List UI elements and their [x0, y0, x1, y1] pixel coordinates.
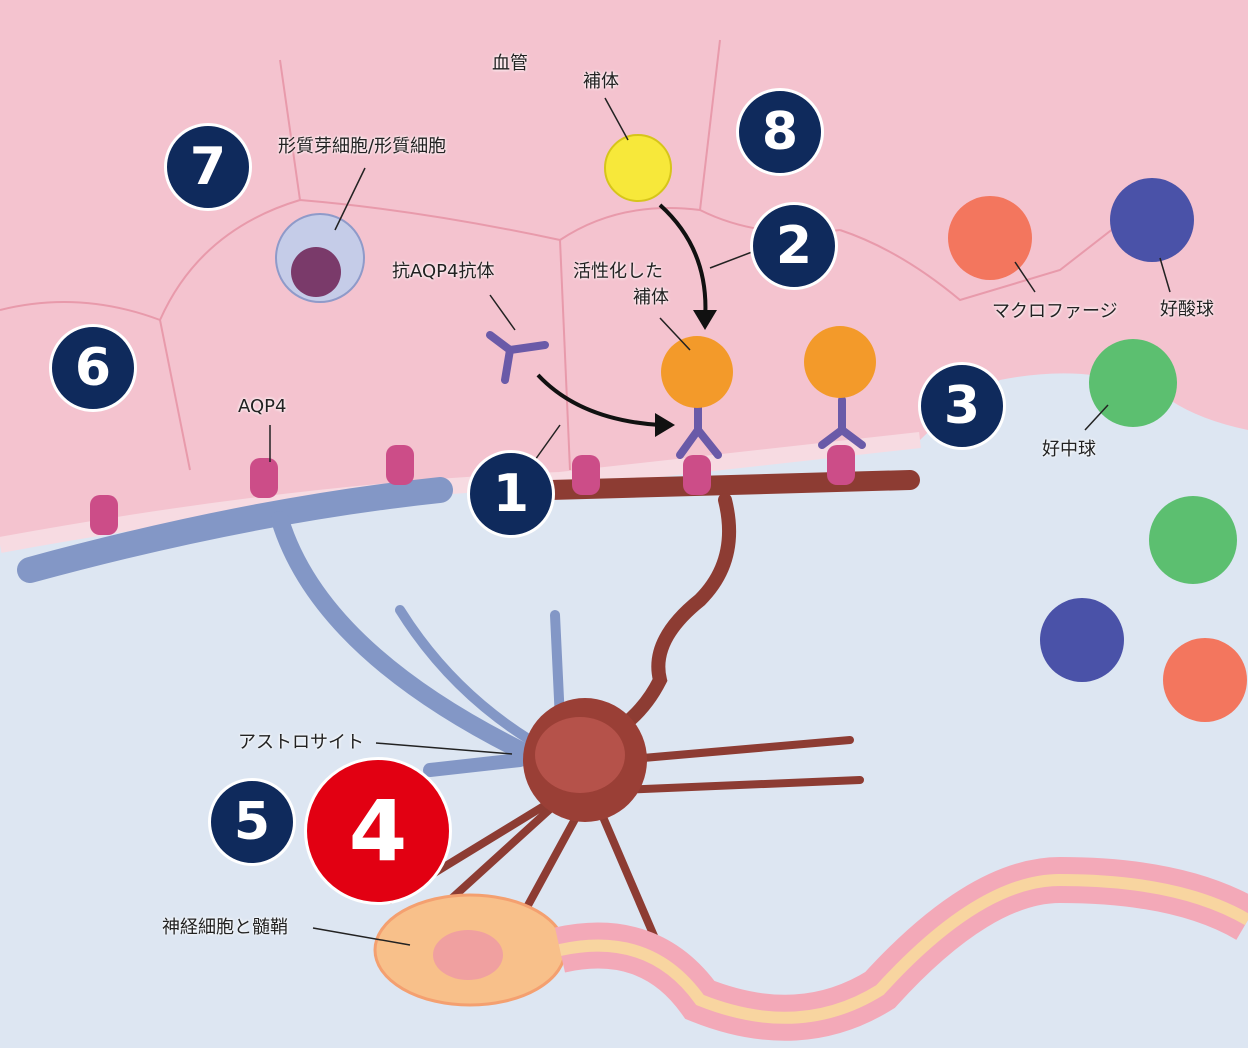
cell-borders: [0, 39, 1151, 471]
activated-complement: [661, 336, 733, 408]
arrow-head: [655, 413, 675, 437]
marker-3: 3: [918, 362, 1006, 450]
label-neuron: 神経細胞と髄鞘: [162, 917, 288, 938]
marker-4: 4: [304, 757, 452, 905]
complement: [604, 134, 672, 202]
eosinophil: [1110, 178, 1194, 262]
label-activated-complement-2: 補体: [633, 287, 669, 308]
marker-6: 6: [49, 324, 137, 412]
marker-5: 5: [208, 778, 296, 866]
label-aqp4: AQP4: [238, 396, 287, 417]
astrocyte-nucleus: [535, 717, 625, 793]
aqp4-proteins: [90, 445, 855, 535]
neutrophil: [1089, 339, 1177, 427]
neuron-nucleus: [433, 930, 503, 980]
marker-8: 8: [736, 88, 824, 176]
label-activated-complement-1: 活性化した: [573, 261, 663, 282]
label-macrophage: マクロファージ: [992, 301, 1118, 322]
marker-7: 7: [164, 123, 252, 211]
label-neutrophil: 好中球: [1042, 439, 1096, 460]
label-complement: 補体: [583, 71, 619, 92]
label-astrocyte: アストロサイト: [238, 732, 364, 753]
macrophage: [948, 196, 1032, 280]
activated-complement: [804, 326, 876, 398]
arrow-head: [693, 310, 717, 330]
label-blood-vessel: 血管: [492, 53, 528, 74]
neuron: [373, 856, 1248, 1041]
antibodies: [486, 331, 866, 459]
neutrophil: [1149, 496, 1237, 584]
marker-1: 1: [467, 450, 555, 538]
plasma-cell-nucleus: [291, 247, 341, 297]
macrophage: [1163, 638, 1247, 722]
leader-lines: [269, 97, 1171, 946]
marker-2: 2: [750, 202, 838, 290]
arrows: [536, 203, 708, 427]
astrocyte-blue: [17, 477, 565, 777]
eosinophil: [1040, 598, 1124, 682]
label-antibody: 抗AQP4抗体: [392, 261, 495, 282]
label-plasma-cell: 形質芽細胞/形質細胞: [278, 136, 447, 157]
label-eosinophil: 好酸球: [1160, 299, 1214, 320]
